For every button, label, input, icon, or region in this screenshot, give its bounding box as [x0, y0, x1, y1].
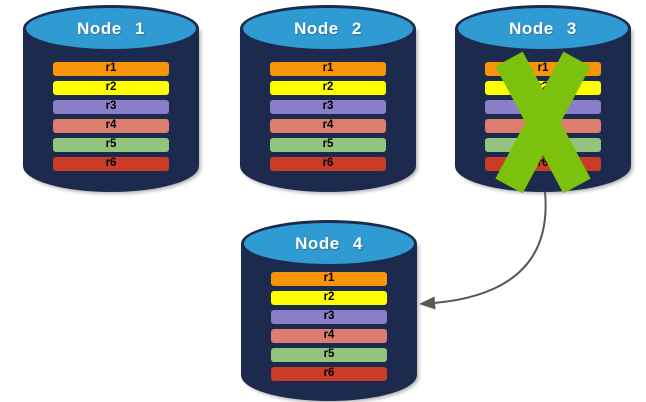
row-r3: r3 [485, 100, 601, 114]
row-r6: r6 [271, 367, 387, 381]
row-r2: r2 [53, 81, 169, 95]
row-r5: r5 [485, 138, 601, 152]
node-1-label: Node 1 [77, 18, 145, 38]
node-3-label: Node 3 [509, 18, 577, 38]
row-r4: r4 [271, 329, 387, 343]
row-r4: r4 [485, 119, 601, 133]
node-4-rows: r1 r2 r3 r4 r5 r6 [271, 272, 387, 386]
node-2-label: Node 2 [294, 18, 362, 38]
row-r3: r3 [271, 310, 387, 324]
row-r4: r4 [53, 119, 169, 133]
node-4: Node 4 r1 r2 r3 r4 r5 r6 [241, 220, 417, 401]
node-4-label: Node 4 [295, 233, 363, 253]
row-r3: r3 [270, 100, 386, 114]
row-r5: r5 [270, 138, 386, 152]
row-r1: r1 [271, 272, 387, 286]
row-r6: r6 [270, 157, 386, 171]
node-2-rows: r1 r2 r3 r4 r5 r6 [270, 62, 386, 176]
node-3-failed: Node 3 r1 r2 r3 r4 r5 r6 [455, 5, 631, 192]
row-r5: r5 [53, 138, 169, 152]
row-r6: r6 [485, 157, 601, 171]
node-4-cylinder-top: Node 4 [241, 220, 417, 267]
row-r1: r1 [53, 62, 169, 76]
row-r5: r5 [271, 348, 387, 362]
row-r2: r2 [485, 81, 601, 95]
node-1-cylinder-top: Node 1 [23, 5, 199, 52]
row-r1: r1 [270, 62, 386, 76]
row-r2: r2 [271, 291, 387, 305]
row-r4: r4 [270, 119, 386, 133]
failover-arrow [419, 191, 547, 310]
node-2: Node 2 r1 r2 r3 r4 r5 r6 [240, 5, 416, 192]
node-1: Node 1 r1 r2 r3 r4 r5 r6 [23, 5, 199, 192]
node-3-cylinder-top: Node 3 [455, 5, 631, 52]
node-1-rows: r1 r2 r3 r4 r5 r6 [53, 62, 169, 176]
node-2-cylinder-top: Node 2 [240, 5, 416, 52]
row-r6: r6 [53, 157, 169, 171]
row-r2: r2 [270, 81, 386, 95]
row-r1: r1 [485, 62, 601, 76]
row-r3: r3 [53, 100, 169, 114]
node-3-rows: r1 r2 r3 r4 r5 r6 [485, 62, 601, 176]
